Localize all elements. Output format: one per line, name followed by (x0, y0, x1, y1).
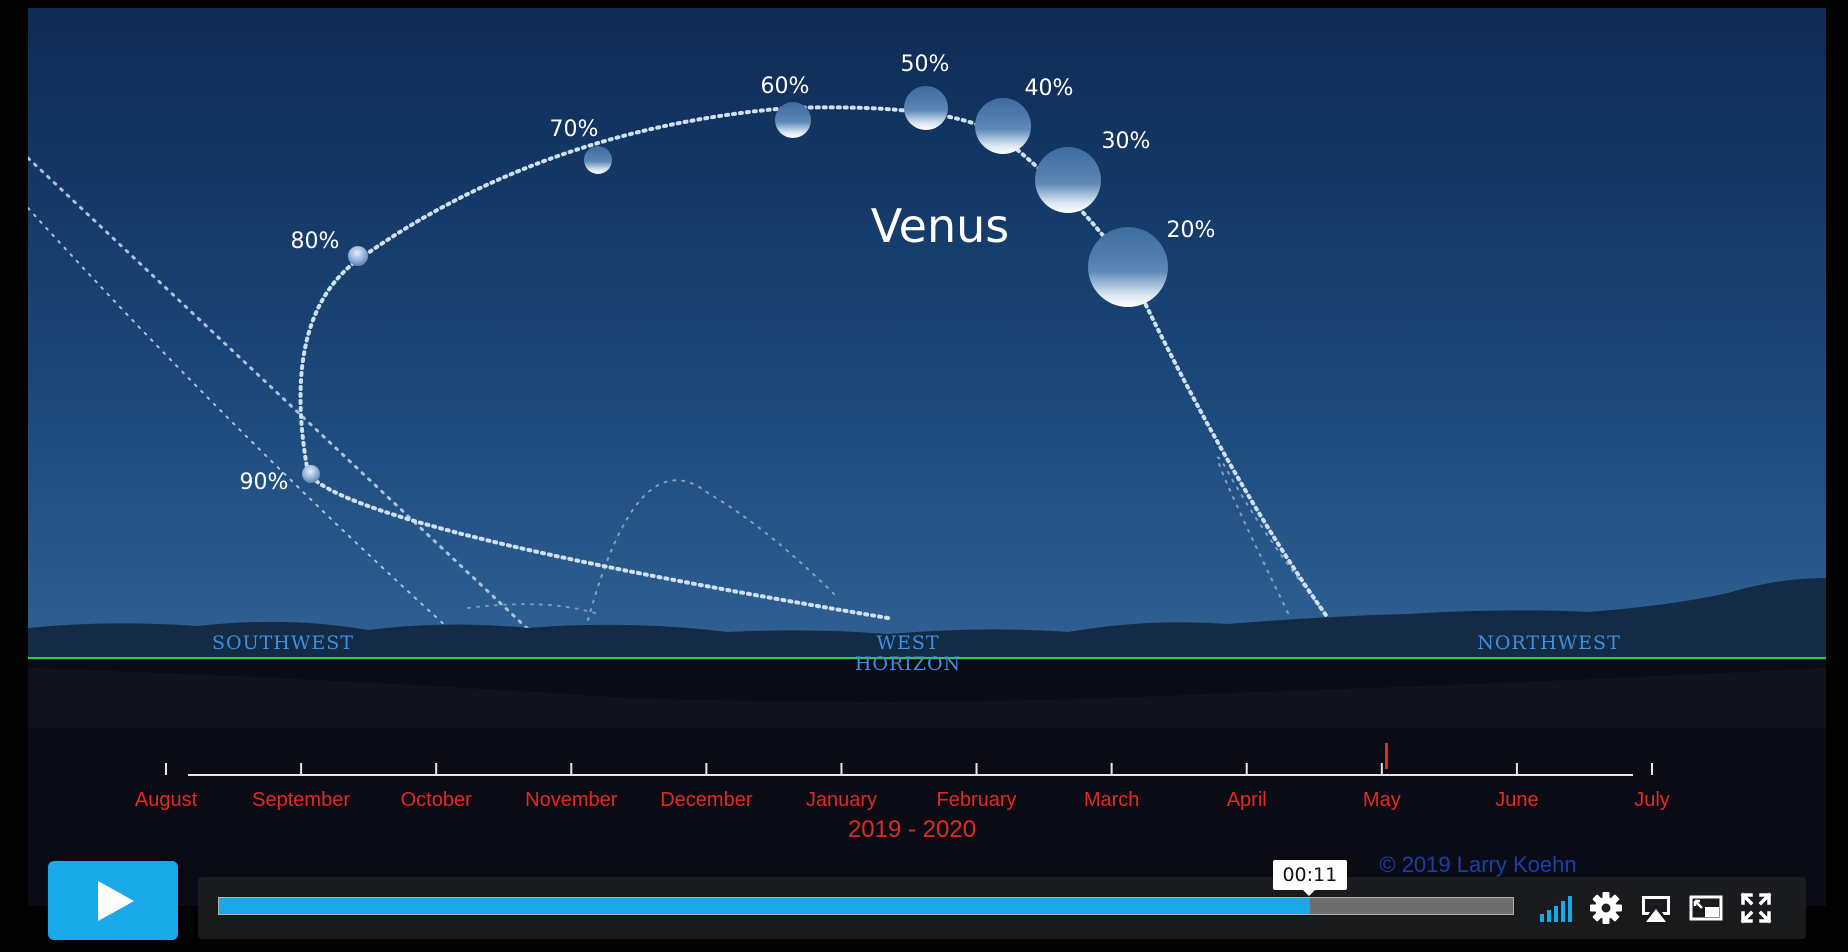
timeline-current-marker (1385, 743, 1388, 769)
direction-labels: SOUTHWEST WEST HORIZON NORTHWEST (212, 632, 1621, 675)
gear-icon-svg (1590, 892, 1622, 924)
venus-animation-frame: 90% 80% 70% 60% 50% (28, 8, 1826, 906)
copyright-watermark: © 2019 Larry Koehn (1379, 852, 1576, 877)
picture-in-picture-icon[interactable] (1688, 890, 1724, 926)
phase-marker-90: 90% (240, 465, 320, 495)
phase-label: 20% (1167, 218, 1216, 243)
control-bar: 00:11 (198, 860, 1806, 939)
treeline (28, 578, 1826, 906)
month-label: May (1363, 789, 1401, 811)
play-button[interactable] (48, 861, 178, 940)
month-label: July (1634, 789, 1670, 811)
planet-label: Venus (871, 199, 1009, 253)
west-label: WEST (876, 632, 939, 654)
phase-label: 80% (291, 229, 340, 254)
airplay-icon-svg (1642, 896, 1670, 922)
phase-label: 30% (1102, 129, 1151, 154)
secondary-paths (28, 156, 1329, 650)
volume-bars-icon-svg (1540, 896, 1572, 922)
fullscreen-icon[interactable] (1738, 890, 1774, 926)
phase-marker-80: 80% (291, 229, 368, 266)
phase-label: 90% (240, 470, 289, 495)
fullscreen-icon-svg (1740, 892, 1772, 924)
venus-phase-markers: 90% 80% 70% 60% 50% (240, 52, 1216, 495)
phase-marker-40: 40% (975, 76, 1073, 154)
month-label: August (135, 789, 198, 811)
play-icon (98, 881, 134, 921)
timeline: August September October November December Ja… (135, 743, 1670, 843)
month-label: June (1495, 789, 1538, 811)
airplay-icon[interactable] (1638, 890, 1674, 926)
month-label: April (1227, 789, 1267, 811)
year-range: 2019 - 2020 (848, 816, 976, 843)
phase-label: 40% (1025, 76, 1074, 101)
video-frame[interactable]: 90% 80% 70% 60% 50% (28, 8, 1826, 906)
northwest-label: NORTHWEST (1477, 632, 1621, 654)
phase-marker-60: 60% (761, 74, 811, 138)
timeline-ticks (165, 763, 1653, 775)
month-label: March (1084, 789, 1140, 811)
month-label: January (806, 789, 877, 811)
gear-icon[interactable] (1588, 890, 1624, 926)
phase-label: 50% (901, 52, 950, 77)
month-label: September (252, 789, 350, 811)
month-label: October (401, 789, 472, 811)
progress-bar[interactable]: 00:11 (218, 860, 1514, 915)
month-label: February (937, 789, 1017, 811)
month-label: December (660, 789, 753, 811)
volume-bars-icon[interactable] (1538, 890, 1574, 926)
southwest-label: SOUTHWEST (212, 632, 354, 654)
horizon-label: HORIZON (855, 653, 961, 675)
phase-marker-70: 70% (550, 117, 612, 174)
time-tooltip: 00:11 (1272, 860, 1347, 896)
pip-icon-svg (1689, 895, 1723, 921)
month-label: November (525, 789, 618, 811)
phase-marker-20: 20% (1088, 218, 1215, 307)
phase-label: 60% (761, 74, 810, 99)
phase-label: 70% (550, 117, 599, 142)
timeline-month-labels: August September October November December Ja… (135, 789, 1670, 811)
progress-fill (219, 898, 1310, 914)
phase-marker-50: 50% (901, 52, 950, 130)
phase-marker-30: 30% (1035, 129, 1150, 213)
